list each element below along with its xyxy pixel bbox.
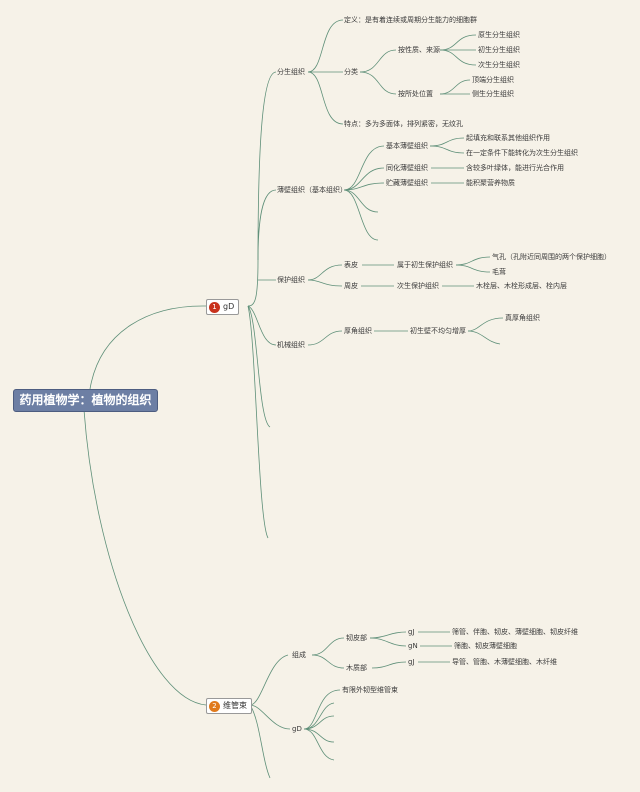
origin-item[interactable]: 初生分生组织	[478, 46, 520, 54]
mechanical-node[interactable]: 机械组织	[277, 341, 305, 349]
epidermis-node[interactable]: 表皮	[344, 261, 358, 269]
phloem-item[interactable]: 筛管、伴胞、韧皮、薄壁细胞、韧皮纤维	[452, 628, 578, 636]
basic-parenchyma-node[interactable]: 基本薄壁组织	[386, 142, 428, 150]
collenchyma-item[interactable]: 真厚角组织	[505, 314, 540, 322]
epidermis-item[interactable]: 气孔（孔附近同周围的两个保护细胞）	[492, 253, 611, 261]
vascular-types-node[interactable]: gD	[292, 725, 302, 733]
by-origin-node[interactable]: 按性质、来源	[398, 46, 440, 54]
meristem-features[interactable]: 特点：多为多面体，排列紧密，无纹孔	[344, 120, 463, 128]
meristem-definition[interactable]: 定义：是有着连续或周期分生能力的细胞群	[344, 16, 477, 24]
epidermis-item[interactable]: 毛茸	[492, 268, 506, 276]
by-position-node[interactable]: 按所处位置	[398, 90, 433, 98]
phloem-node[interactable]: 韧皮部	[346, 634, 367, 642]
xylem-node[interactable]: 木质部	[346, 664, 367, 672]
hub-node-1-label: gD	[223, 302, 235, 311]
basic-parenchyma-item[interactable]: 在一定条件下能转化为次生分生组织	[466, 149, 578, 157]
storage-note[interactable]: 能积聚营养物质	[466, 179, 515, 187]
hub-node-2-label: 维管束	[223, 701, 247, 710]
assimilating-parenchyma-node[interactable]: 同化薄壁组织	[386, 164, 428, 172]
phloem-code[interactable]: gJ	[408, 628, 415, 636]
collenchyma-note[interactable]: 初生壁不均匀增厚	[410, 327, 466, 335]
epidermis-type[interactable]: 属于初生保护组织	[397, 261, 453, 269]
protective-node[interactable]: 保护组织	[277, 276, 305, 284]
storage-parenchyma-node[interactable]: 贮藏薄壁组织	[386, 179, 428, 187]
origin-item[interactable]: 原生分生组织	[478, 31, 520, 39]
number-badge-1: 1	[209, 301, 220, 313]
xylem-code[interactable]: gJ	[408, 658, 415, 666]
hub-node-1[interactable]: 1 gD	[206, 299, 240, 315]
composition-node[interactable]: 组成	[292, 651, 306, 659]
collenchyma-node[interactable]: 厚角组织	[344, 327, 372, 335]
periderm-node[interactable]: 周皮	[344, 282, 358, 290]
phloem-item[interactable]: 筛胞、韧皮薄壁细胞	[454, 642, 517, 650]
root-topic[interactable]: 药用植物学：植物的组织	[13, 389, 158, 412]
number-badge-2: 2	[209, 700, 220, 712]
vascular-type-item[interactable]: 有限外韧型维管束	[342, 686, 398, 694]
origin-item[interactable]: 次生分生组织	[478, 61, 520, 69]
periderm-items[interactable]: 木栓层、木栓形成层、栓内层	[476, 282, 567, 290]
position-item[interactable]: 顶端分生组织	[472, 76, 514, 84]
meristem-classification[interactable]: 分类	[344, 68, 358, 76]
meristem-node[interactable]: 分生组织	[277, 68, 305, 76]
basic-parenchyma-item[interactable]: 起填充和联系其他组织作用	[466, 134, 550, 142]
assimilating-note[interactable]: 含较多叶绿体，能进行光合作用	[466, 164, 564, 172]
phloem-code[interactable]: gN	[408, 642, 418, 650]
position-item[interactable]: 侧生分生组织	[472, 90, 514, 98]
parenchyma-node[interactable]: 薄壁组织（基本组织）	[277, 186, 347, 194]
xylem-items[interactable]: 导管、管胞、木薄壁细胞、木纤维	[452, 658, 557, 666]
hub-node-2[interactable]: 2 维管束	[206, 698, 252, 714]
periderm-type[interactable]: 次生保护组织	[397, 282, 439, 290]
